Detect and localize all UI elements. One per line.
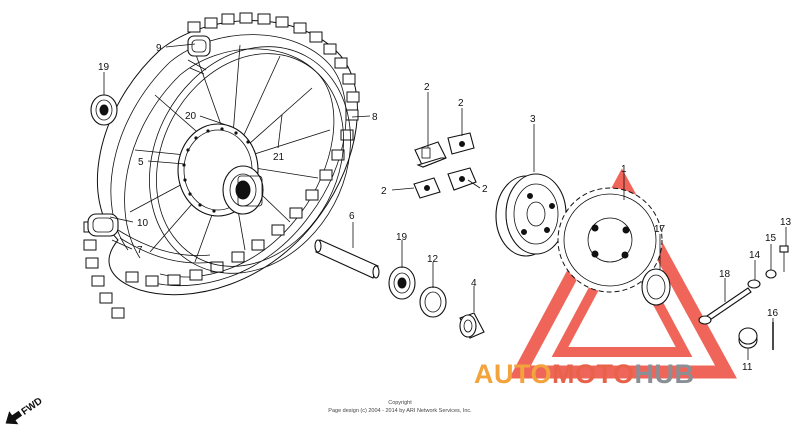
callout-18: 18 [719, 269, 731, 280]
rim-band-cutaway [87, 213, 215, 264]
tube-valve [187, 35, 211, 75]
tire-tread-blocks [83, 12, 360, 319]
side-collar [459, 312, 485, 339]
forward-direction-indicator: FWD [5, 396, 45, 425]
fwd-label: FWD [20, 396, 45, 418]
callout-5: 5 [138, 157, 144, 168]
damper-1 [414, 141, 447, 168]
watermark-auto: AUTO [474, 359, 552, 389]
copyright-block: Copyright Page design (c) 2004 - 2014 by… [328, 400, 472, 414]
callout-12: 12 [427, 254, 439, 265]
hub-holes [182, 127, 250, 213]
axle-distance-collar [314, 239, 380, 279]
watermark-moto: MOTO [552, 359, 635, 389]
callout-21: 21 [273, 152, 285, 163]
castle-nut [738, 327, 758, 349]
callout-7: 7 [137, 245, 143, 256]
callout-1: 1 [621, 164, 627, 175]
hex-bolt [779, 245, 789, 272]
callout-16: 16 [767, 308, 779, 319]
damper-rubbers [413, 132, 477, 199]
watermark-text: AUTOMOTOHUB [474, 359, 695, 389]
bearing-left [90, 94, 118, 126]
callout-2-d: 2 [482, 184, 488, 195]
damper-3 [413, 177, 441, 199]
watermark-wordmark: AUTOMOTOHUB [474, 359, 695, 389]
callout-2-a: 2 [424, 82, 430, 93]
callout-4: 4 [471, 278, 477, 289]
callout-numbers: 9 19 20 5 21 8 10 7 2 2 2 2 3 6 19 12 4 … [98, 43, 792, 373]
bearing-center [388, 266, 416, 300]
tongue-washer [641, 268, 671, 306]
final-driven-flange [495, 173, 567, 257]
callout-19-bearing: 19 [98, 62, 110, 73]
callout-10: 10 [137, 218, 149, 229]
callout-20: 20 [185, 111, 197, 122]
callout-11: 11 [742, 362, 753, 373]
watermark-hub: HUB [635, 359, 695, 389]
rim-and-hub [129, 44, 351, 274]
leader-lines [103, 43, 787, 360]
callout-6: 6 [349, 211, 355, 222]
callout-3: 3 [530, 114, 536, 125]
copyright-line-1: Copyright [388, 400, 412, 406]
callout-2-c: 2 [381, 186, 387, 197]
callout-17: 17 [654, 224, 666, 235]
callout-14: 14 [749, 250, 761, 261]
spring-washer [765, 269, 777, 279]
callout-9: 9 [156, 43, 162, 54]
stud-bolt [698, 287, 752, 325]
washer [747, 279, 761, 289]
callout-2-b: 2 [458, 98, 464, 109]
driven-sprocket [557, 187, 663, 293]
damper-4 [447, 167, 477, 191]
copyright-line-2: Page design (c) 2004 - 2014 by ARI Netwo… [328, 408, 472, 414]
callout-8: 8 [372, 112, 378, 123]
forward-arrow-icon [5, 410, 23, 425]
callout-13: 13 [780, 217, 792, 228]
callout-19-center: 19 [396, 232, 408, 243]
damper-2 [447, 132, 475, 155]
watermark-triangle-outer [509, 168, 737, 379]
dust-seal [419, 286, 447, 318]
callout-15: 15 [765, 233, 777, 244]
